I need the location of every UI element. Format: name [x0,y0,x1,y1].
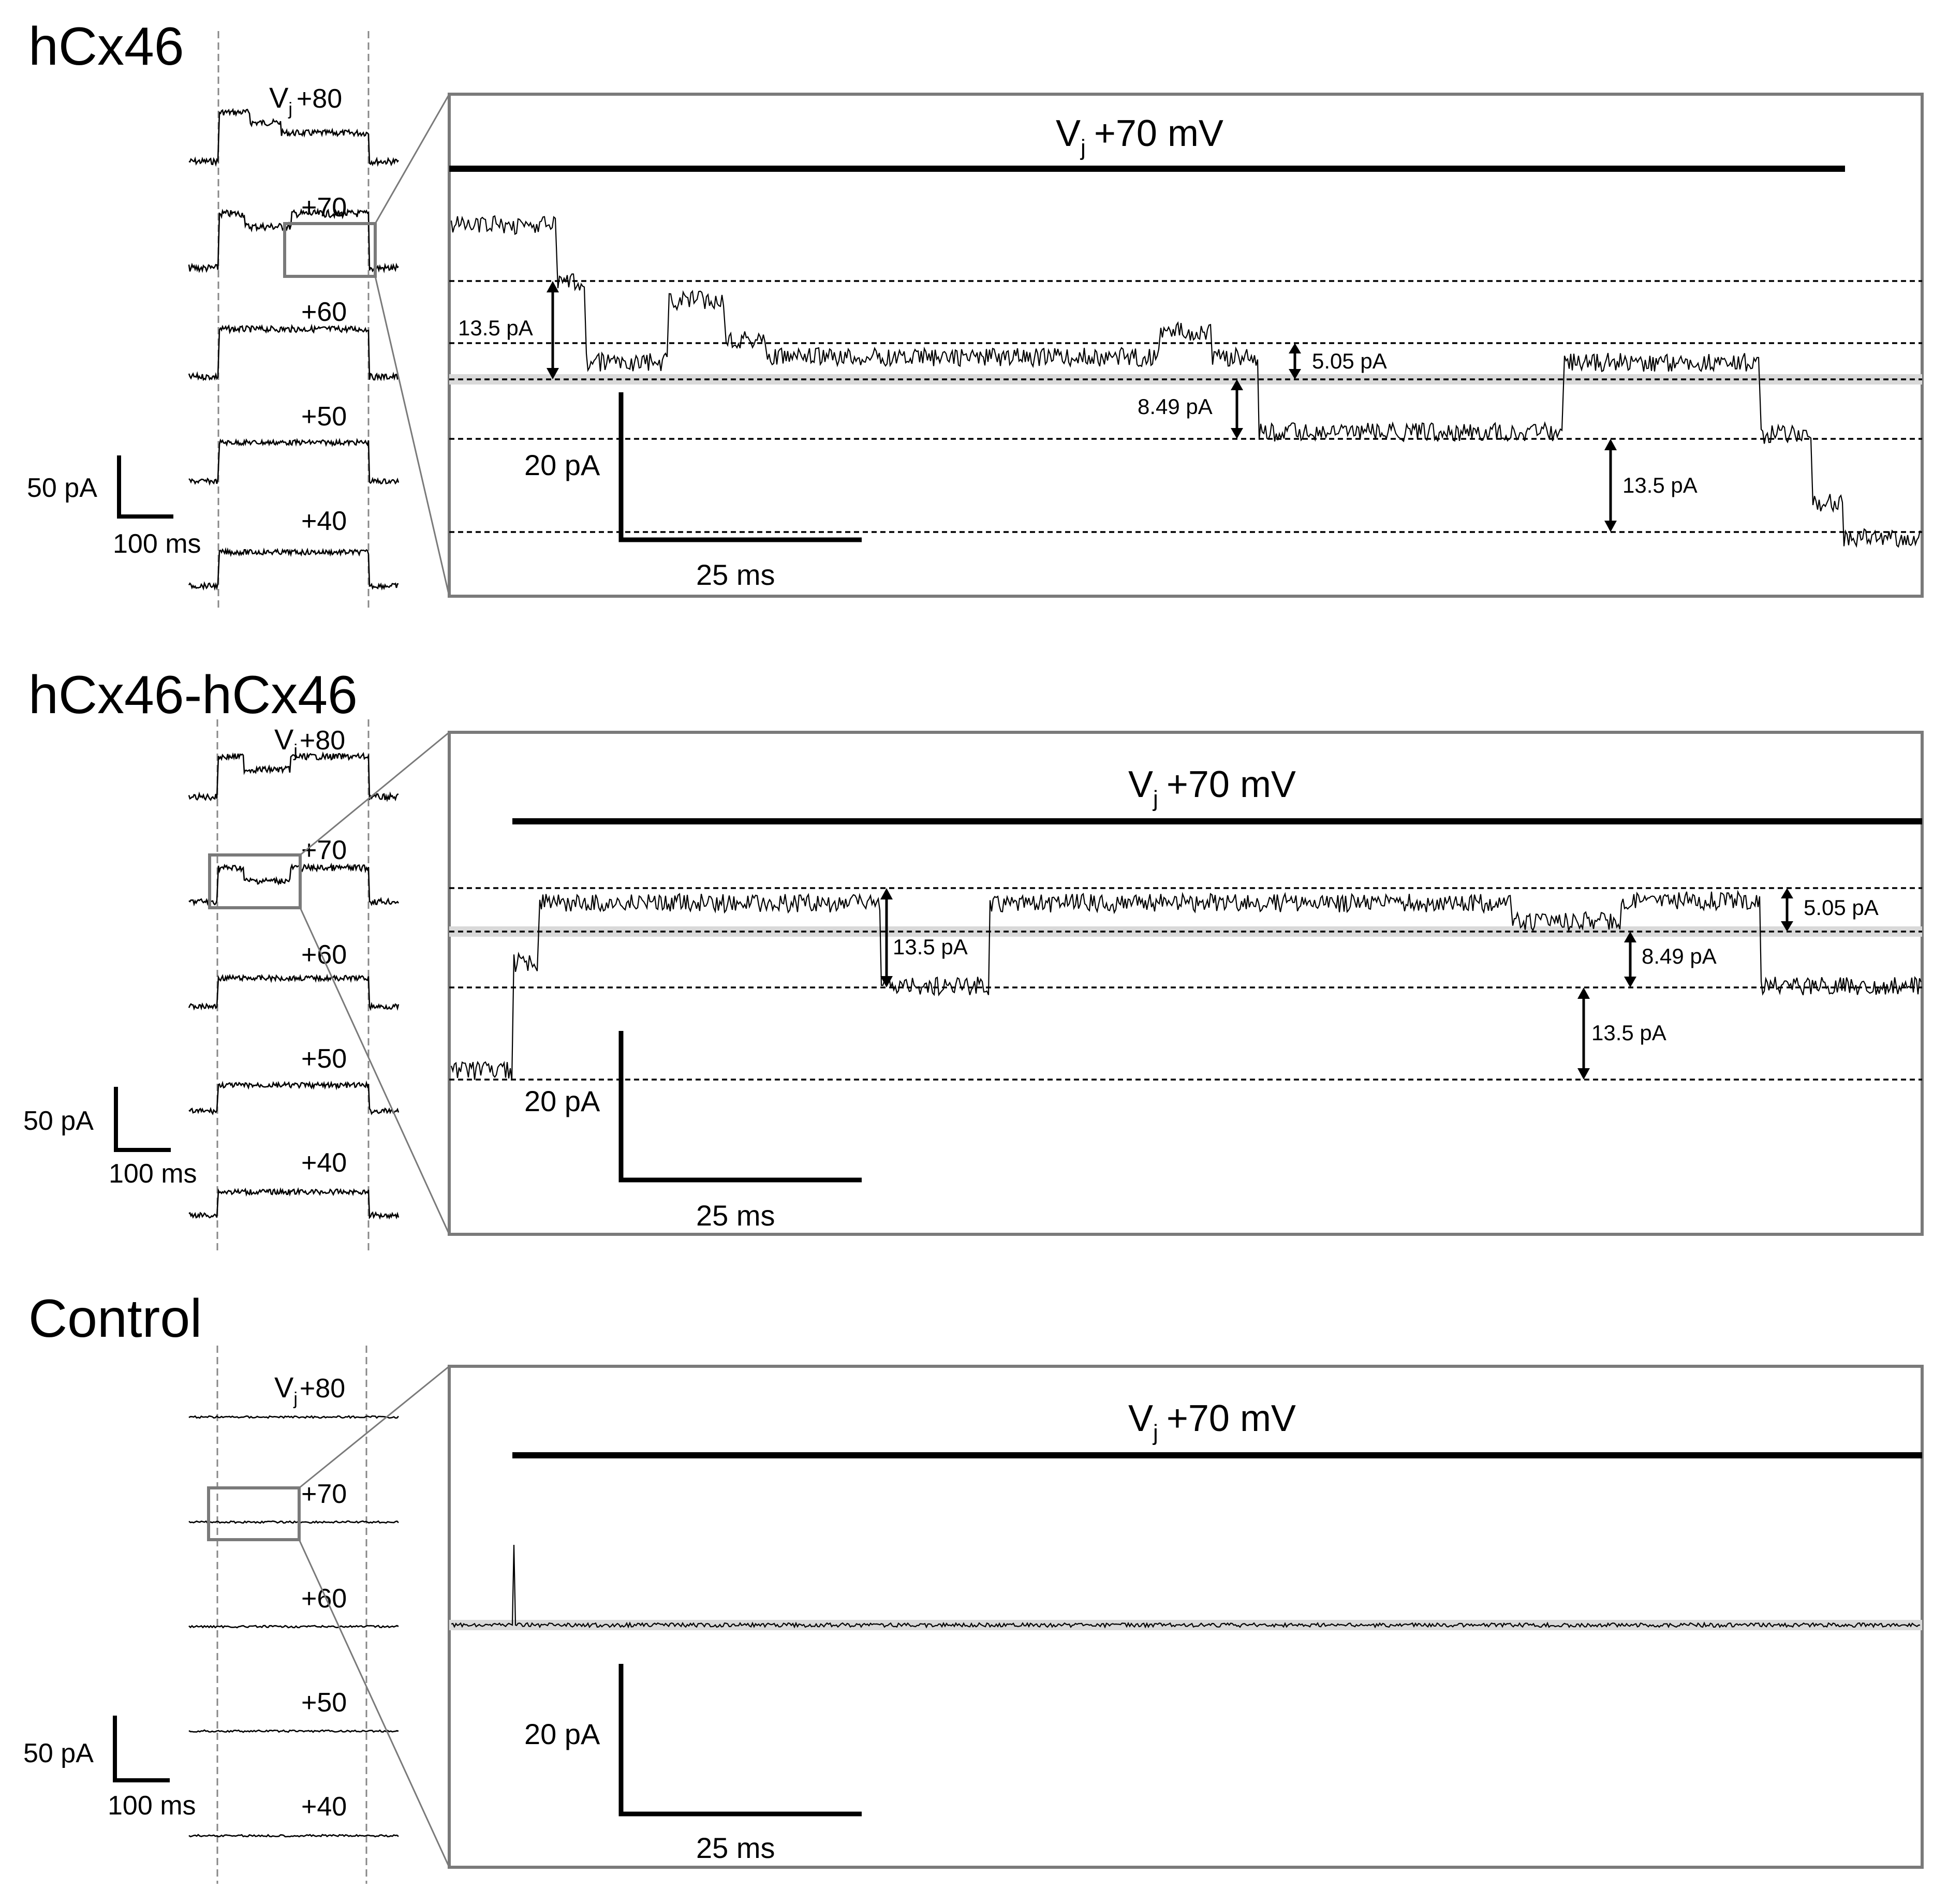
current-trace [188,1520,399,1524]
current-trace [188,1187,400,1220]
zoom-source-box [208,853,302,909]
current-trace [188,1080,400,1116]
zoom-scale-time: 25 ms [696,558,775,591]
baseline-band [449,374,1922,385]
panel-title: hCx46 [28,17,184,77]
current-trace [188,1729,399,1733]
zoom-connector [374,94,450,224]
voltage-label: +60 [301,940,347,970]
panel-title: hCx46-hCx46 [28,665,358,725]
amplitude-label: 5.05 pA [1312,349,1387,373]
amplitude-label: 13.5 pA [458,316,533,340]
panel-hcx46: hCx46 Vj+80 +70 +60 +50 +40 50 pA 100 ms… [27,17,1924,610]
amplitude-label: 13.5 pA [1622,473,1698,497]
zoom-scale-time: 25 ms [696,1199,775,1232]
zoom-source-box [283,222,377,278]
zoom-connector [299,907,450,1235]
vj-zoom-label: Vj+70 mV [1056,113,1223,160]
mini-scale-time: 100 ms [109,1159,197,1189]
amplitude-arrow [1577,987,1590,1080]
amplitude-arrow [1781,888,1793,932]
voltage-label: +40 [301,506,347,536]
zoom-trace [451,1544,1921,1629]
zoom-frame [448,731,1924,1236]
vj-label: Vj+80 [274,723,345,761]
current-trace [188,547,399,591]
current-trace [188,862,400,907]
amplitude-label: 8.49 pA [1138,394,1213,419]
current-trace [188,1834,399,1838]
voltage-label: +70 [301,193,347,223]
current-trace [188,973,400,1011]
vj-label: Vj+80 [269,81,342,119]
amplitude-label: 8.49 pA [1642,944,1717,968]
amplitude-arrow [1604,439,1617,532]
mini-traces [188,751,400,1220]
zoom-connector [298,1539,450,1868]
mini-scale-bar [113,1716,170,1782]
zoom-scale-current: 20 pA [524,1085,600,1117]
zoom-frame [448,1365,1924,1869]
zoom-connector [299,1365,450,1489]
mini-traces [188,108,400,591]
zoom-scale-time: 25 ms [696,1832,775,1864]
amplitude-arrow [880,888,893,987]
voltage-label: +70 [301,1479,347,1509]
current-trace [188,208,399,274]
current-trace [188,108,400,167]
voltage-label: +40 [301,1792,347,1822]
baseline-band [449,1620,1922,1630]
mini-traces [188,1415,399,1838]
current-trace [188,437,400,486]
amplitude-arrow [1624,932,1636,987]
zoom-connector [374,276,450,597]
vj-zoom-label: Vj+70 mV [1128,764,1296,811]
zoom-scale-current: 20 pA [524,449,600,481]
voltage-label: +50 [301,1688,347,1718]
voltage-label: +50 [301,1044,347,1074]
amplitude-label: 5.05 pA [1804,895,1879,920]
zoom-trace [450,215,1921,548]
zoom-scale-bar [618,392,862,542]
panel-title: Control [28,1289,202,1349]
zoom-source-box [207,1486,301,1541]
zoom-frame [448,93,1924,598]
panel-control: Control Vj+80 +70 +60 +50 +40 50 pA 100 … [23,1289,1924,1884]
amplitude-arrow [1231,379,1243,439]
baseline-band [449,926,1922,937]
voltage-label: +60 [301,297,347,327]
amplitude-label: 13.5 pA [1591,1021,1666,1045]
zoom-trace [450,890,1922,1081]
voltage-label: +60 [301,1584,347,1614]
current-trace [188,323,399,381]
amplitude-arrow [1289,343,1301,379]
mini-scale-current: 50 pA [27,473,97,503]
zoom-scale-current: 20 pA [524,1718,600,1750]
mini-scale-current: 50 pA [23,1738,94,1768]
current-trace [188,751,399,802]
zoom-scale-bar [618,1031,862,1183]
mini-scale-current: 50 pA [23,1106,94,1136]
zoom-connector [300,731,450,856]
mini-scale-time: 100 ms [113,529,201,559]
amplitude-label: 13.5 pA [893,935,968,959]
voltage-label: +50 [301,402,347,432]
vj-label: Vj+80 [274,1371,345,1409]
mini-scale-bar [114,1087,171,1152]
voltage-label: +40 [301,1148,347,1178]
voltage-label: +70 [301,835,347,865]
amplitude-arrow [547,281,559,379]
current-trace [188,1415,399,1419]
mini-scale-bar [117,455,173,519]
current-trace [188,1625,399,1629]
mini-scale-time: 100 ms [108,1791,196,1821]
panel-hcx46-hcx46: hCx46-hCx46 Vj+80 +70 +60 +50 +40 50 pA … [23,665,1924,1252]
vj-zoom-label: Vj+70 mV [1128,1398,1296,1445]
zoom-scale-bar [618,1664,862,1817]
